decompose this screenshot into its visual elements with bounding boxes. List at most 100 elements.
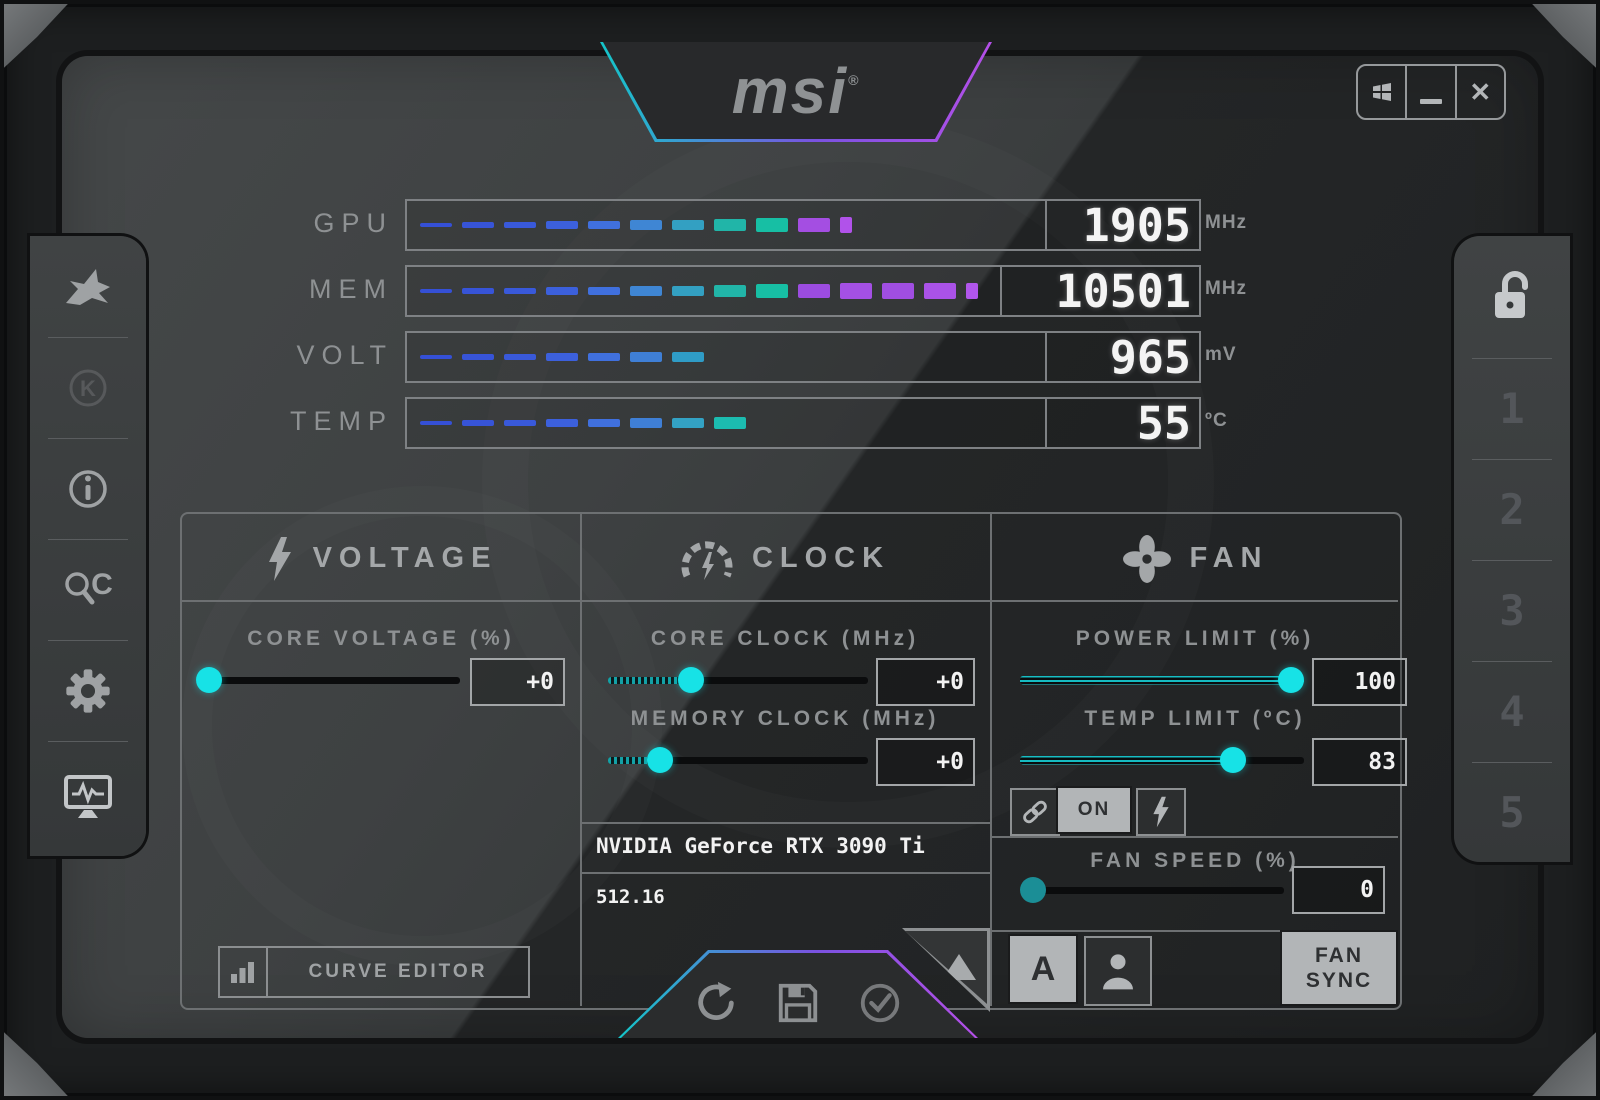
- gauge-dash: [588, 352, 620, 362]
- link-on-toggle[interactable]: ON: [1058, 788, 1130, 832]
- memory-clock-label: MEMORY CLOCK (MHz): [630, 707, 940, 730]
- save-button[interactable]: [775, 980, 821, 1026]
- gauge-dash: [462, 222, 494, 228]
- memory-clock-slider[interactable]: [608, 746, 868, 774]
- profile-sidebar: 1 2 3 4 5: [1454, 236, 1570, 862]
- clock-panel-divider: [582, 872, 990, 874]
- gauge-dash: [672, 417, 704, 429]
- gpu-clock-unit: MHz: [1205, 212, 1248, 233]
- hardware-monitor-button[interactable]: [30, 741, 146, 854]
- msi-logo: msi®: [731, 54, 861, 127]
- core-voltage-slider[interactable]: [196, 666, 460, 694]
- user-icon: [1103, 954, 1133, 990]
- core-voltage-value: +0: [526, 669, 554, 695]
- slider-track[interactable]: [196, 677, 460, 684]
- profile-slot-1[interactable]: 1: [1454, 358, 1570, 459]
- fan-speed-value: 0: [1360, 877, 1374, 903]
- temp-limit-slider-thumb[interactable]: [1220, 747, 1246, 773]
- fan-panel-title: FAN: [1189, 542, 1269, 574]
- voltage-panel-header: VOLTAGE: [182, 517, 580, 600]
- fan-speed-slider-thumb[interactable]: [1020, 877, 1046, 903]
- fan-speed-slider[interactable]: [1020, 876, 1284, 904]
- windows-start-button[interactable]: [1358, 66, 1405, 118]
- power-limit-label: POWER LIMIT (%): [1075, 627, 1315, 650]
- oc-scanner-button[interactable]: C: [30, 539, 146, 640]
- gauge-dash: [756, 218, 788, 232]
- gauge-dash: [630, 352, 662, 362]
- boost-button[interactable]: [1136, 788, 1186, 836]
- clock-gauge-icon: [681, 540, 733, 580]
- fan-sync-button[interactable]: FAN SYNC: [1282, 932, 1396, 1004]
- gauge-dash: [504, 419, 536, 427]
- divider: [1472, 459, 1552, 460]
- profile-slot-2[interactable]: 2: [1454, 459, 1570, 560]
- fan-sync-label: FAN SYNC: [1305, 943, 1373, 992]
- gauge-dash: [504, 287, 536, 295]
- core-voltage-slider-thumb[interactable]: [196, 667, 222, 693]
- minimize-icon: [1419, 98, 1442, 104]
- power-limit-slider-thumb[interactable]: [1278, 667, 1304, 693]
- information-button[interactable]: [30, 438, 146, 539]
- divider: [48, 337, 128, 338]
- kombustor-k-button[interactable]: K: [30, 337, 146, 438]
- gauge-dash: [798, 283, 830, 299]
- temp-limit-slider[interactable]: [1020, 746, 1304, 774]
- fan-user-mode-button[interactable]: [1084, 936, 1152, 1006]
- kombustor-button[interactable]: [30, 236, 146, 337]
- core-clock-value-box[interactable]: +0: [876, 658, 975, 706]
- profile-slot-4[interactable]: 4: [1454, 661, 1570, 762]
- apply-button[interactable]: [857, 980, 903, 1026]
- fan-auto-label: A: [1030, 949, 1056, 988]
- core-voltage-value-box[interactable]: +0: [470, 658, 565, 706]
- temperature-gauge: 55: [405, 397, 1201, 450]
- settings-button[interactable]: [30, 640, 146, 741]
- gauge-dash: [546, 419, 578, 427]
- panel-divider: [580, 512, 582, 1006]
- save-icon: [778, 983, 818, 1022]
- core-clock-slider[interactable]: [608, 666, 868, 694]
- power-limit-slider[interactable]: [1020, 666, 1304, 694]
- memory-clock-value-box[interactable]: +0: [876, 738, 975, 786]
- profile-lock-button[interactable]: [1454, 236, 1570, 358]
- unlock-icon: [1495, 271, 1528, 318]
- temp-limit-label: TEMP LIMIT (ºC): [1084, 707, 1306, 730]
- memory-clock-value: 10501: [1000, 265, 1199, 318]
- info-icon: [69, 469, 107, 508]
- gpu-clock-bar: [407, 201, 1055, 249]
- slider-track[interactable]: [1020, 887, 1284, 894]
- close-button[interactable]: ✕: [1454, 66, 1504, 118]
- profile-slot-5[interactable]: 5: [1454, 762, 1570, 862]
- clock-panel-title: CLOCK: [751, 542, 891, 574]
- memory-clock-unit: MHz: [1205, 278, 1248, 299]
- slider-track[interactable]: [608, 677, 868, 684]
- power-limit-value-box[interactable]: 100: [1312, 658, 1407, 706]
- minimize-button[interactable]: [1405, 66, 1454, 118]
- gauge-dash: [420, 421, 452, 425]
- reset-icon: [698, 981, 734, 1020]
- profile-slot-3[interactable]: 3: [1454, 560, 1570, 661]
- gauge-dash: [672, 285, 704, 297]
- slider-fill: [608, 757, 660, 764]
- temp-limit-value-box[interactable]: 83: [1312, 738, 1407, 786]
- gauge-dash: [588, 286, 620, 296]
- voltage-panel-title: VOLTAGE: [312, 542, 498, 574]
- slider-track[interactable]: [608, 757, 868, 764]
- curve-editor-bars-icon: [220, 948, 268, 996]
- link-on-label: ON: [1077, 799, 1111, 820]
- gauge-dash: [546, 287, 578, 295]
- voltage-value: 965: [1045, 331, 1199, 384]
- memory-clock-slider-thumb[interactable]: [647, 747, 673, 773]
- gauge-dash: [420, 289, 452, 293]
- curve-editor-button[interactable]: CURVE EDITOR: [218, 946, 530, 998]
- gauge-dash: [672, 219, 704, 231]
- fan-auto-button[interactable]: A: [1010, 936, 1076, 1002]
- oc-scanner-icon: C: [65, 568, 113, 604]
- power-temp-link-button[interactable]: [1010, 788, 1060, 836]
- fan-speed-value-box[interactable]: 0: [1292, 866, 1385, 914]
- divider: [1472, 762, 1552, 763]
- core-clock-slider-thumb[interactable]: [678, 667, 705, 693]
- gauge-label-mem: MEM: [309, 274, 393, 304]
- reset-button[interactable]: [693, 980, 739, 1026]
- voltage-gauge: 965: [405, 331, 1201, 384]
